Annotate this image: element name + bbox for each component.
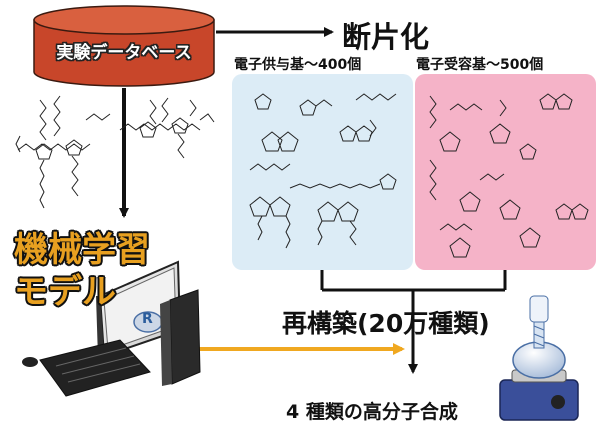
- computer-tower-icon: [160, 289, 201, 386]
- acceptor-panel-label: 電子受容基～500個: [416, 57, 544, 73]
- mouse-icon: [22, 357, 38, 367]
- database-cylinder-icon: [33, 5, 215, 87]
- fragmentation-label: 断片化: [342, 20, 430, 54]
- database-label: 実験データベース: [56, 43, 192, 63]
- reaction-apparatus-icon: [499, 295, 579, 421]
- machine-learning-title: 機械学習: [14, 230, 150, 270]
- machine-learning-subtitle: モデル: [14, 272, 116, 312]
- software-logo-letter: R: [142, 311, 153, 327]
- donor-panel: [232, 74, 413, 270]
- reconstruction-label: 再構築(20万種類): [282, 309, 490, 338]
- polymer-structure-left: [15, 95, 111, 209]
- polymer-structure-right: [119, 97, 215, 159]
- synthesis-label: 4 種類の高分子合成: [286, 401, 458, 423]
- donor-panel-label: 電子供与基～400個: [234, 57, 362, 73]
- computer-monitor-icon: [96, 260, 182, 358]
- merge-connector: [320, 270, 507, 374]
- keyboard-icon: [39, 339, 151, 397]
- acceptor-panel: [415, 74, 596, 270]
- donor-fragments: [249, 93, 397, 249]
- acceptor-fragments: [429, 93, 589, 258]
